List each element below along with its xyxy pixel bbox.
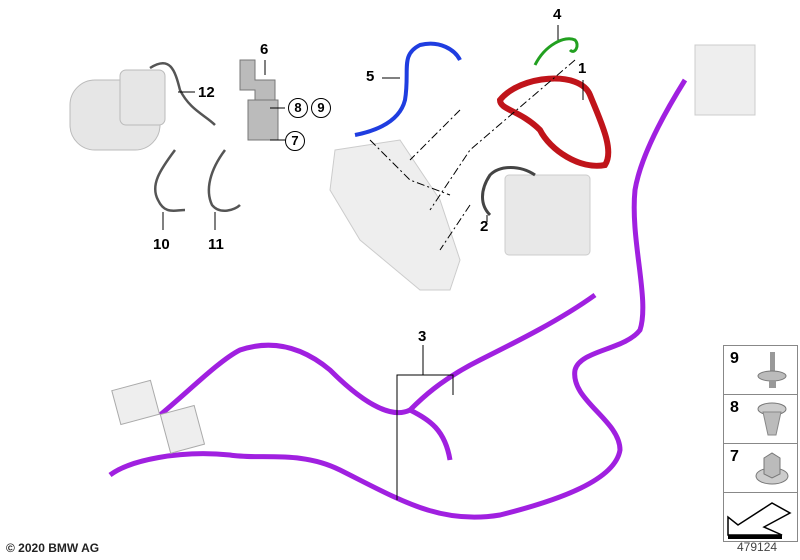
leader-3 — [396, 345, 454, 500]
circled-9: 9 — [311, 98, 331, 118]
legend-number: 9 — [730, 350, 739, 367]
connector-block — [159, 404, 206, 454]
callout-3: 3 — [418, 328, 427, 345]
cable-4 — [533, 37, 579, 66]
callout-4: 4 — [553, 6, 562, 23]
circled-7: 7 — [285, 131, 305, 151]
cable-2 — [481, 166, 536, 217]
legend-item-9: 9 — [724, 346, 797, 395]
callout-11: 11 — [208, 236, 224, 253]
cable-1 — [496, 75, 612, 169]
diagram-number: 479124 — [737, 540, 778, 554]
callout-5: 5 — [366, 68, 375, 85]
leader-lines — [369, 59, 576, 251]
circled-8: 8 — [288, 98, 308, 118]
small-parts-legend: 9 8 7 — [723, 345, 798, 542]
callout-1: 1 — [578, 60, 587, 77]
legend-arrow — [724, 493, 797, 541]
cable-11 — [207, 149, 241, 212]
brackets — [239, 59, 279, 141]
connector-block — [111, 379, 161, 426]
legend-number: 7 — [730, 448, 739, 465]
cable-5 — [354, 41, 462, 137]
screw-icon — [757, 352, 787, 388]
copyright: © 2020 BMW AG — [6, 541, 100, 555]
compressor — [69, 69, 166, 151]
legend-number: 8 — [730, 399, 739, 416]
callout-leaders — [162, 25, 584, 230]
expanding-nut-icon — [757, 402, 787, 436]
hex-nut-icon — [755, 452, 789, 485]
callout-2: 2 — [480, 218, 489, 235]
cable-12 — [149, 61, 216, 126]
control-unit — [694, 44, 756, 116]
cable-10 — [153, 149, 186, 213]
cable-harness-3 — [108, 78, 688, 520]
legend-item-8: 8 — [724, 395, 797, 444]
battery — [504, 174, 591, 256]
callout-6: 6 — [260, 41, 269, 58]
legend-item-7: 7 — [724, 444, 797, 493]
battery-module — [329, 139, 461, 291]
callout-12: 12 — [198, 84, 215, 101]
view-arrow-icon — [727, 502, 792, 539]
callout-10: 10 — [153, 236, 170, 253]
